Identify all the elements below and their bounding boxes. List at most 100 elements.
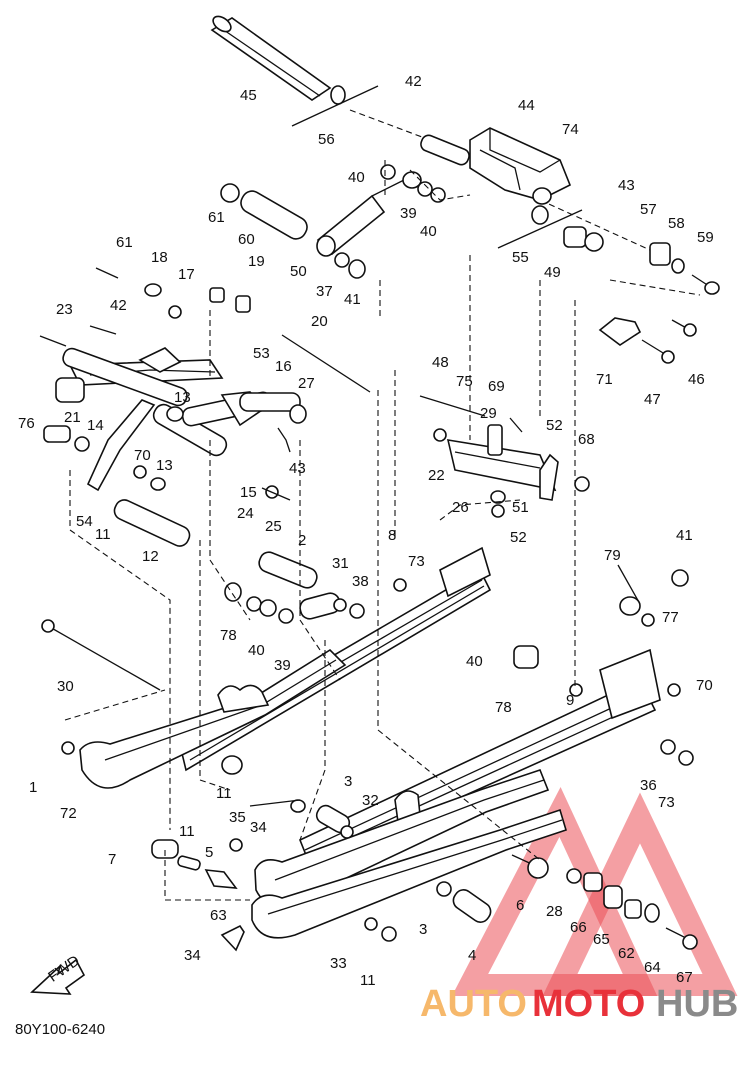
callout-76: 76 (18, 415, 35, 432)
callout-50: 50 (290, 263, 307, 280)
watermark-auto: AUTO (420, 983, 527, 1025)
callout-41: 41 (344, 291, 361, 308)
callout-39: 39 (400, 205, 417, 222)
callout-40: 40 (420, 223, 437, 240)
callout-72: 72 (60, 805, 77, 822)
callout-25: 25 (265, 518, 282, 535)
callout-68: 68 (578, 431, 595, 448)
watermark-triangle-logo (451, 787, 738, 996)
callout-39: 39 (274, 657, 291, 674)
callout-73: 73 (658, 794, 675, 811)
callout-4: 4 (468, 947, 476, 964)
callout-46: 46 (688, 371, 705, 388)
callout-24: 24 (237, 505, 254, 522)
callout-43: 43 (289, 460, 306, 477)
callout-29: 29 (480, 405, 497, 422)
callout-27: 27 (298, 375, 315, 392)
callout-60: 60 (238, 231, 255, 248)
part-code: 80Y100-6240 (15, 1021, 105, 1038)
callout-77: 77 (662, 609, 679, 626)
callout-59: 59 (697, 229, 714, 246)
callout-13: 13 (156, 457, 173, 474)
callout-42: 42 (110, 297, 127, 314)
callout-42: 42 (405, 73, 422, 90)
callout-64: 64 (644, 959, 661, 976)
upper-bracket-44 (420, 127, 583, 249)
callout-74: 74 (562, 121, 579, 138)
callout-15: 15 (240, 484, 257, 501)
bushing-30 (513, 645, 539, 669)
bolt-9 (41, 619, 161, 691)
callout-3: 3 (344, 773, 352, 790)
pivot-bushings-right (563, 226, 720, 295)
callout-78: 78 (220, 627, 237, 644)
shock-absorber (220, 164, 446, 279)
callout-78: 78 (495, 699, 512, 716)
shaft-45 (210, 15, 379, 127)
callout-23: 23 (56, 301, 73, 318)
watermark-moto: MOTO (532, 983, 645, 1025)
slide-rail-3-right (251, 769, 567, 939)
callout-40: 40 (466, 653, 483, 670)
callout-36: 36 (640, 777, 657, 794)
callout-11: 11 (216, 785, 232, 802)
callout-43: 43 (618, 177, 635, 194)
callout-11: 11 (179, 823, 195, 840)
watermark-text: AUTO MOTO HUB (420, 983, 738, 1025)
callout-2: 2 (298, 532, 306, 549)
callout-79: 79 (604, 547, 621, 564)
callout-61: 61 (116, 234, 133, 251)
callout-3: 3 (419, 921, 427, 938)
watermark-hub: HUB (656, 983, 738, 1025)
callout-70: 70 (696, 677, 713, 694)
callout-5: 5 (205, 844, 213, 861)
callout-1: 1 (29, 779, 37, 796)
callout-21: 21 (64, 409, 81, 426)
callout-73: 73 (408, 553, 425, 570)
callout-40: 40 (248, 642, 265, 659)
callout-19: 19 (248, 253, 265, 270)
callout-63: 63 (210, 907, 227, 924)
callout-47: 47 (644, 391, 661, 408)
callout-70: 70 (134, 447, 151, 464)
assembly-guide-lines (64, 160, 576, 901)
callout-52: 52 (546, 417, 563, 434)
callout-35: 35 (229, 809, 246, 826)
callout-52: 52 (510, 529, 527, 546)
callout-58: 58 (668, 215, 685, 232)
callout-37: 37 (316, 283, 333, 300)
callout-11: 11 (95, 526, 111, 543)
callout-67: 67 (676, 969, 693, 986)
callout-61: 61 (208, 209, 225, 226)
callout-34: 34 (250, 819, 267, 836)
rear-arm-assembly (281, 334, 590, 518)
slide-rail-3-left (61, 648, 347, 789)
callout-45: 45 (240, 87, 257, 104)
bracket-47 (598, 317, 697, 364)
callout-54: 54 (76, 513, 93, 530)
callout-51: 51 (512, 499, 529, 516)
callout-10: 10 (0, 0, 17, 4)
callout-65: 65 (593, 931, 610, 948)
callout-69: 69 (488, 378, 505, 395)
callout-75: 75 (456, 373, 473, 390)
callout-30: 30 (57, 678, 74, 695)
bolt-77 (617, 564, 689, 697)
callout-7: 7 (108, 851, 116, 868)
callout-13: 13 (174, 389, 191, 406)
callout-6: 6 (516, 897, 524, 914)
front-arm-assembly (39, 267, 307, 547)
callout-41: 41 (676, 527, 693, 544)
callout-20: 20 (311, 313, 328, 330)
middle-bushings (224, 551, 407, 624)
callout-14: 14 (87, 417, 104, 434)
callout-22: 22 (428, 467, 445, 484)
callout-11: 11 (360, 972, 376, 989)
callout-18: 18 (151, 249, 168, 266)
callout-57: 57 (640, 201, 657, 218)
callout-31: 31 (332, 555, 349, 572)
callout-17: 17 (178, 266, 195, 283)
